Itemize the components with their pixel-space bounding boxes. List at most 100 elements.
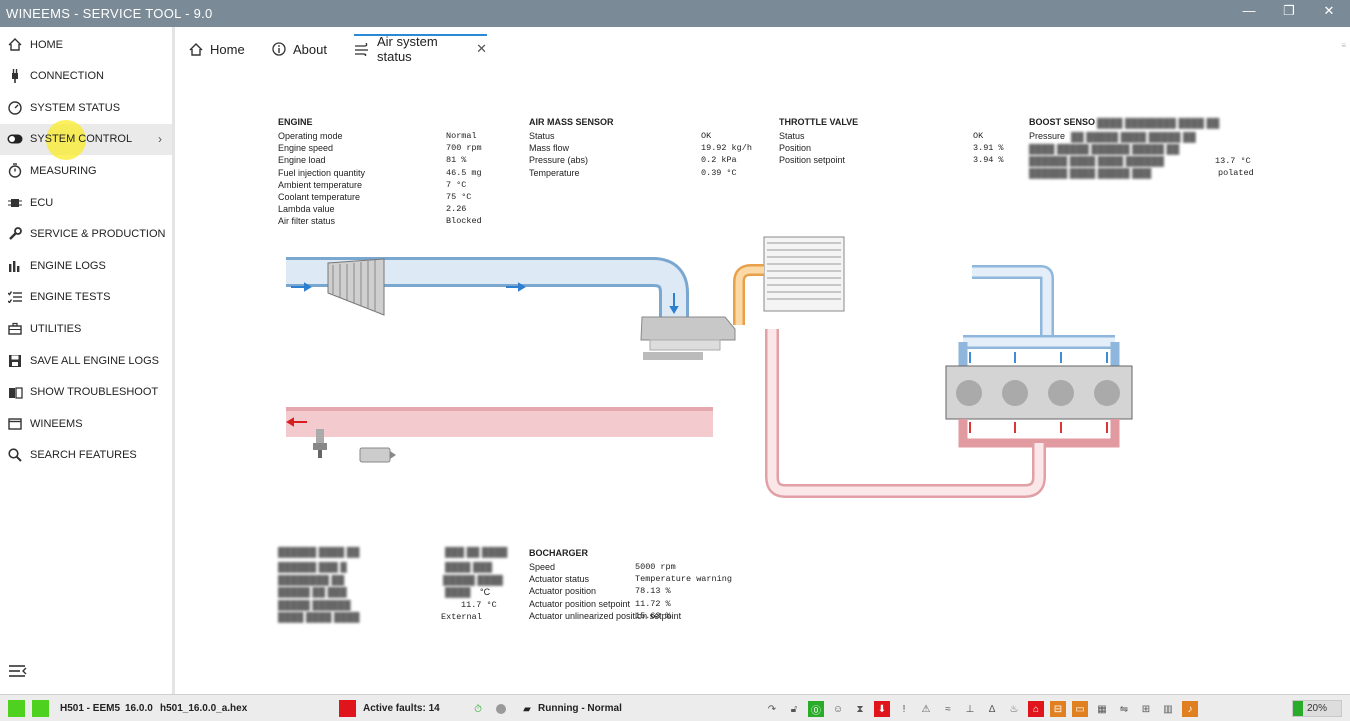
value: 15.63: [635, 610, 661, 621]
throttle-row-value: 3.91%: [973, 143, 1004, 153]
status-tool-icon[interactable]: ⚠: [921, 703, 931, 715]
close-window-button[interactable]: ✕: [1323, 3, 1335, 18]
unit: °C: [461, 192, 472, 202]
unit: %: [665, 610, 671, 621]
tab-home[interactable]: Home: [189, 35, 245, 63]
boost-pressure-label: Pressure: [1029, 131, 1066, 141]
tab-about[interactable]: About: [272, 35, 327, 63]
sidebar-item-label: SHOW TROUBLESHOOT: [30, 386, 159, 399]
status-tool-icon[interactable]: ☺: [832, 703, 844, 715]
sidebar-item-label: ENGINE LOGS: [30, 259, 106, 272]
value: 5000: [635, 562, 656, 572]
unit: rpm: [466, 143, 482, 154]
status-tool-icon[interactable]: ⓪: [808, 701, 824, 717]
turbo-row-label: Actuator position: [529, 586, 597, 597]
value: 81: [446, 155, 457, 166]
exhaust-source-value: External: [441, 612, 482, 622]
turbo-row-value: 11.72%: [635, 599, 671, 609]
turbo-row-value: 78.13%: [635, 586, 671, 596]
unit: kg/h: [731, 143, 752, 154]
air_mass-row-label: Temperature: [529, 167, 580, 178]
status-bar: H501 - EEM5 16.0.0 h501_16.0.0_a.hex Act…: [0, 694, 1350, 721]
throttle-title: THROTTLE VALVE: [779, 117, 859, 127]
value: OK: [701, 131, 712, 141]
status-tool-icon[interactable]: ⌂: [1028, 701, 1044, 717]
maximize-button[interactable]: ❐: [1283, 3, 1295, 18]
sidebar-item-engine-tests[interactable]: ENGINE TESTS: [0, 282, 172, 313]
status-tool-icon[interactable]: ♨: [1009, 703, 1019, 715]
turbo-row-label: Actuator unlinearized position setpoint: [529, 610, 682, 621]
status-tool-icon[interactable]: ⊟: [1050, 701, 1066, 717]
boost-status-text: polated: [1218, 168, 1254, 178]
status-tool-icon[interactable]: ⇋: [1119, 703, 1129, 715]
air-system-diagram: [286, 236, 1133, 498]
status-tool-icon[interactable]: ∆: [988, 703, 996, 715]
value: 75: [446, 192, 457, 202]
active-faults-label: Active faults: 14: [363, 703, 440, 714]
status-tool-icon[interactable]: ≈: [945, 703, 951, 715]
sidebar-item-system-control[interactable]: SYSTEM CONTROL›: [0, 119, 172, 160]
connection-indicator: [32, 700, 49, 717]
unit: °C: [726, 167, 737, 178]
status-tool-icon[interactable]: ⬇: [874, 701, 890, 717]
intercooler-icon: [763, 236, 845, 312]
status-tool-icon[interactable]: ▭: [1072, 701, 1088, 717]
value: 0.2: [701, 155, 717, 166]
engine-state-label: Running - Normal: [538, 703, 622, 714]
sidebar-item-ecu[interactable]: ECU: [0, 187, 172, 218]
info-icon: [272, 42, 286, 56]
status-tool-icon[interactable]: ♪: [1182, 701, 1198, 717]
sidebar-item-label: ECU: [30, 196, 54, 209]
minimize-button[interactable]: —: [1242, 3, 1256, 18]
sidebar-item-system-status[interactable]: SYSTEM STATUS: [0, 92, 172, 123]
status-tool-icon[interactable]: ⊥: [965, 703, 975, 715]
sidebar-item-search-features[interactable]: SEARCH FEATURES: [0, 440, 172, 471]
briefcase-icon: [0, 322, 30, 336]
status-tool-icon[interactable]: !: [902, 703, 906, 715]
sidebar-item-wineems[interactable]: WINEEMS: [0, 408, 172, 439]
air-filter-icon: [327, 258, 385, 316]
tab-overflow-icon[interactable]: ≡: [1341, 41, 1346, 50]
sidebar-item-label: CONNECTION: [30, 70, 104, 83]
unit: kPa: [721, 155, 737, 166]
boost-title: BOOST SENSO: [1029, 117, 1096, 127]
sidebar-item-engine-logs[interactable]: ENGINE LOGS: [0, 250, 172, 281]
fault-indicator[interactable]: [339, 700, 356, 717]
air_mass-title: AIR MASS SENSOR: [529, 117, 614, 127]
status-tool-icon[interactable]: ▦: [1097, 703, 1107, 715]
record-icon[interactable]: [493, 701, 509, 717]
user-status-icon[interactable]: [8, 700, 25, 717]
engine-row-label: Engine load: [278, 155, 326, 166]
plug-icon: [0, 69, 30, 84]
sidebar-item-connection[interactable]: CONNECTION: [0, 61, 172, 92]
status-tool-icon[interactable]: ↷: [767, 703, 777, 715]
sidebar-item-show-troubleshoot[interactable]: SHOW TROUBLESHOOT: [0, 377, 172, 408]
turbo-row-label: Actuator position setpoint: [529, 598, 631, 609]
timer-icon[interactable]: ⏱: [474, 703, 482, 715]
status-tool-icon[interactable]: ⧗: [856, 703, 864, 715]
engine-row-value: 2.26: [446, 204, 471, 214]
value: 11.72: [635, 598, 661, 609]
close-tab-icon[interactable]: ✕: [476, 41, 487, 56]
status-tool-icon[interactable]: ▥: [1163, 703, 1173, 715]
sidebar-item-home[interactable]: HOME: [0, 29, 172, 60]
sidebar-item-label: SEARCH FEATURES: [30, 449, 137, 462]
tab-about-label: About: [293, 41, 327, 57]
sidebar-item-utilities[interactable]: UTILITIES: [0, 313, 172, 344]
device-label: H501 - EEM5: [60, 703, 121, 714]
sidebar-item-measuring[interactable]: MEASURING: [0, 155, 172, 186]
exhaust-temp-value: 11.7 °C: [461, 600, 497, 610]
engine-row-label: Lambda value: [278, 204, 335, 215]
status-tool-icon[interactable]: ⊞: [1141, 703, 1151, 715]
status-tool-icon[interactable]: 🔓︎: [790, 703, 798, 715]
sidebar-item-save-all-engine-logs[interactable]: SAVE ALL ENGINE LOGS: [0, 345, 172, 376]
collapse-menu-icon[interactable]: [8, 664, 30, 682]
tab-air-system-status[interactable]: Air system status ✕: [354, 34, 487, 64]
value: 46.5: [446, 167, 467, 178]
sidebar-item-service-production[interactable]: SERVICE & PRODUCTION: [0, 219, 172, 250]
